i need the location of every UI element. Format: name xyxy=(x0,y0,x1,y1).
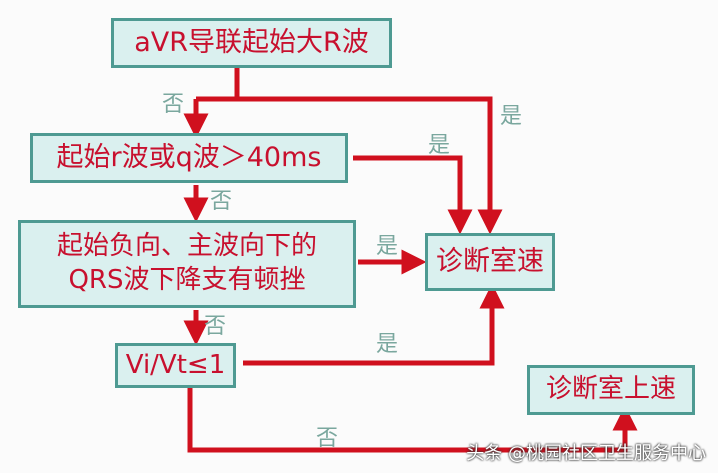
label-yes-3: 是 xyxy=(376,234,399,259)
label-no-4: 否 xyxy=(316,426,339,451)
label-no-2: 否 xyxy=(210,189,233,214)
label-yes-1: 是 xyxy=(500,104,523,129)
node-q3: Vi/Vt≤1 xyxy=(115,343,236,388)
label-yes-2: 是 xyxy=(428,133,451,158)
node-vt: 诊断室速 xyxy=(425,233,555,291)
label-no-1: 否 xyxy=(162,92,185,117)
node-start-text: aVR导联起始大R波 xyxy=(134,27,369,59)
node-q1: 起始r波或q波＞40ms xyxy=(30,133,348,183)
node-q2-text: 起始负向、主波向下的 QRS波下降支有顿挫 xyxy=(56,231,317,295)
label-yes-4: 是 xyxy=(376,332,399,357)
label-no-3: 否 xyxy=(204,314,227,339)
node-svt: 诊断室上速 xyxy=(527,365,695,415)
node-q3-text: Vi/Vt≤1 xyxy=(125,349,226,380)
node-start: aVR导联起始大R波 xyxy=(111,18,392,68)
node-vt-text: 诊断室速 xyxy=(436,246,544,278)
node-q1-text: 起始r波或q波＞40ms xyxy=(56,142,322,174)
node-svt-text: 诊断室上速 xyxy=(545,374,676,405)
node-q2: 起始负向、主波向下的 QRS波下降支有顿挫 xyxy=(18,220,356,308)
watermark: 头条 @桃园社区卫生服务中心 xyxy=(466,443,706,464)
